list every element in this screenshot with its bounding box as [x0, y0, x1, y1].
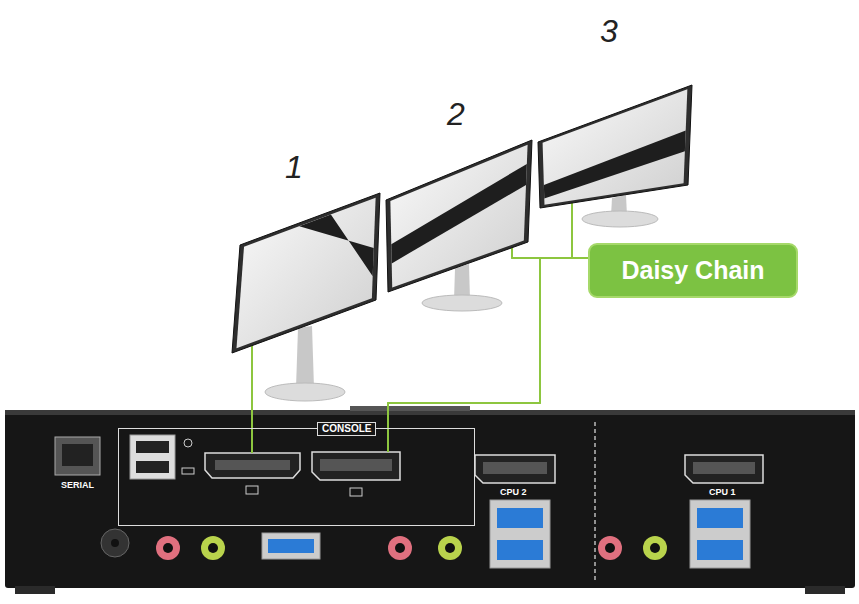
- monitor-frame: [538, 85, 692, 208]
- monitor-icon: [246, 486, 258, 494]
- speaker-jack: [438, 536, 462, 560]
- audio-jacks: [156, 536, 667, 560]
- monitor: 3: [536, 83, 694, 210]
- usb-slot: [136, 461, 169, 473]
- callout-number: 2: [447, 98, 465, 130]
- stand-base: [422, 295, 502, 311]
- usb3-slot: [697, 508, 743, 528]
- jack-hole: [605, 543, 615, 553]
- mouse-icon: [184, 439, 192, 447]
- monitor: 2: [384, 138, 534, 294]
- serial-port: [55, 437, 100, 475]
- monitor-stand: [265, 326, 345, 401]
- cable-line: [251, 346, 253, 428]
- stand-neck: [296, 326, 314, 388]
- usb-a-port: [262, 533, 320, 559]
- kvm-top-tab: [350, 406, 470, 411]
- monitor-frame: [232, 193, 380, 353]
- speaker-jack: [643, 536, 667, 560]
- power-jack-pin: [111, 539, 119, 547]
- usb3-slot: [697, 540, 743, 560]
- screen-reflection: [391, 164, 527, 263]
- mic-jack: [388, 536, 412, 560]
- displayport-port: [312, 452, 400, 480]
- console-panel: CONSOLE: [118, 428, 475, 526]
- usb3-slot: [497, 540, 543, 560]
- usb-a-slot: [268, 539, 314, 553]
- monitor: 1: [230, 193, 382, 355]
- displayport-port: [475, 455, 555, 483]
- monitor-frame: [386, 140, 532, 292]
- screen-reflection: [299, 214, 373, 276]
- mic-jack: [156, 536, 180, 560]
- power-jack: [101, 529, 129, 557]
- usb-port: [130, 435, 175, 479]
- section-label: CONSOLE: [317, 422, 376, 436]
- monitor-icon: [350, 488, 362, 496]
- usb3-port: [490, 500, 550, 568]
- hdmi-port: [205, 453, 300, 478]
- port-label: SERIAL: [61, 481, 94, 490]
- kvm-foot: [805, 586, 845, 594]
- cable: [251, 428, 253, 453]
- hdmi-port-socket: [215, 460, 290, 470]
- jack-hole: [208, 543, 218, 553]
- monitor-screen: [543, 89, 688, 205]
- monitor-screen: [390, 145, 527, 288]
- jack-hole: [445, 543, 455, 553]
- usb3-slot: [497, 508, 543, 528]
- serial-port-socket: [62, 444, 93, 466]
- cable: [387, 428, 389, 452]
- port-label: CPU 1: [709, 488, 736, 497]
- monitor-drawing: [384, 138, 534, 294]
- displayport-socket: [320, 459, 392, 471]
- monitor-drawing: [536, 83, 694, 210]
- keyboard-icon: [182, 468, 194, 474]
- usb-slot: [136, 441, 169, 453]
- speaker-jack: [201, 536, 225, 560]
- port-label: CPU 2: [500, 488, 527, 497]
- callout-number: 3: [600, 15, 618, 47]
- displayport-socket: [693, 462, 755, 474]
- screen-reflection: [544, 131, 686, 199]
- jack-hole: [650, 543, 660, 553]
- stand-base: [582, 211, 658, 227]
- callout-box: Daisy Chain: [588, 243, 798, 298]
- monitor-drawing: [230, 193, 382, 355]
- callout-number: 1: [285, 151, 303, 183]
- mic-jack: [598, 536, 622, 560]
- kvm-foot: [15, 586, 55, 594]
- kvm-housing: [5, 410, 855, 588]
- cable-line: [540, 203, 588, 258]
- cable-line: [512, 248, 588, 258]
- callout-text: Daisy Chain: [621, 258, 764, 283]
- jack-hole: [395, 543, 405, 553]
- stand-base: [265, 383, 345, 401]
- monitor-screen: [237, 198, 376, 348]
- divider-line: [594, 422, 596, 582]
- jack-hole: [163, 543, 173, 553]
- displayport-port: [685, 455, 763, 483]
- displayport-socket: [483, 462, 547, 474]
- usb3-port: [690, 500, 750, 568]
